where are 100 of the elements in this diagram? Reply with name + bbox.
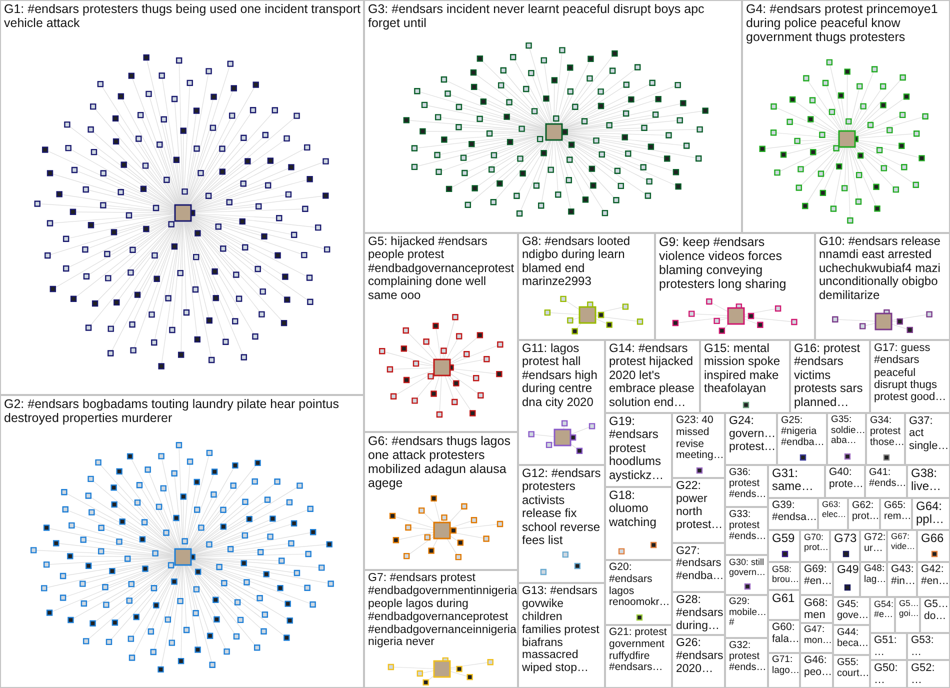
group-panel — [870, 660, 907, 688]
group-panel — [880, 498, 912, 530]
group-label: G55: court… — [836, 656, 869, 680]
group-label: G68: men — [803, 596, 829, 622]
group-label: G10: #endsars release nnamdi east arrested uchechukwubiaf4 mazi unconditionally obigbo demilitarize — [818, 234, 942, 302]
group-panel — [605, 487, 672, 560]
group-panel — [887, 530, 917, 562]
group-panel — [800, 595, 833, 623]
group-label: G40: prote… — [828, 466, 864, 490]
group-label: G6: #endsars thugs lagos one attack protesters mobilized adagun alausa agege — [367, 433, 512, 490]
group-panel — [865, 465, 907, 498]
group-label: G33: protest #ends… — [728, 508, 767, 543]
group-label: G5… do… — [923, 598, 949, 622]
group-label: G66 — [920, 531, 945, 546]
group-label: G60: fala… — [771, 621, 799, 646]
group-panel — [725, 595, 768, 638]
group-label: G49 — [836, 563, 859, 577]
group-label: G72: ur… — [863, 531, 886, 554]
group-label: G39: #endsa… — [771, 499, 817, 524]
group-panel — [672, 413, 725, 478]
group-label: G11: lagos protest hall #endsars high during centre dna city 2020 — [521, 341, 598, 410]
group-label: G53: … — [910, 634, 935, 658]
group-panel — [518, 340, 605, 465]
group-panel — [605, 413, 672, 487]
group-label: G23: 40 missed revise meeting… — [675, 414, 724, 462]
group-panel — [800, 562, 833, 595]
group-panel — [870, 597, 895, 633]
group-label: G22: power north protest… — [675, 479, 724, 532]
group-label: G8: #endsars looted ndigbo during learn blamed end marinze2993 — [521, 234, 632, 289]
group-panel — [768, 590, 800, 620]
group-label: G50: … — [873, 661, 899, 687]
group-panel — [907, 465, 950, 498]
group-label: G18: oluomo watching — [608, 488, 658, 530]
group-panel — [364, 570, 518, 688]
group-panel — [768, 653, 800, 688]
group-panel — [887, 562, 917, 597]
group-panel — [655, 233, 815, 340]
group-panel — [518, 465, 605, 583]
group-panel — [907, 633, 950, 660]
group-panel — [777, 413, 827, 465]
group-label: G12: #endsars protesters activists release fix school reverse fees list — [521, 466, 602, 548]
group-label: G45: gove… — [836, 598, 869, 622]
group-label: G59 — [771, 531, 796, 546]
group-panel — [672, 543, 725, 592]
group-panel — [518, 583, 605, 688]
group-label: G25: #nigeria #endba… — [780, 414, 826, 449]
group-label: G4: #endsars protest princemoye1 during police peaceful know government thugs protesters — [745, 1, 939, 44]
group-label: G54: #e… — [873, 598, 894, 620]
group-panel — [605, 625, 672, 688]
group-label: G52: … — [910, 661, 936, 687]
group-panel — [895, 597, 920, 633]
group-panel — [833, 625, 870, 655]
group-label: G31: same… — [771, 466, 814, 494]
group-label: G47: mon… — [803, 624, 832, 646]
group-panel — [364, 233, 518, 432]
group-label: G28: #endsars during… — [675, 593, 724, 633]
group-panel — [907, 660, 950, 688]
group-label: G15: mental mission spoke inspired make theafolayan — [703, 341, 782, 396]
group-panel — [768, 562, 800, 590]
group-label: G27: #endsars #endba… — [675, 544, 724, 582]
group-panel — [800, 623, 833, 653]
group-label: G19: #endsars protest hoodlums aystickz… — [608, 414, 665, 482]
group-panel — [518, 233, 655, 340]
group-panel — [870, 340, 950, 413]
group-panel — [700, 340, 790, 413]
group-label: G42: #en… — [920, 563, 949, 588]
group-label: G24: govern… protest… — [728, 414, 776, 454]
group-panel — [815, 233, 950, 340]
group-label: G73 — [833, 531, 858, 546]
group-label: G3: #endsars incident never learnt peaceful disrupt boys apc forget until — [367, 1, 706, 30]
group-label: G38: live… — [910, 466, 942, 494]
group-panel — [768, 498, 818, 530]
group-panel — [672, 478, 725, 543]
group-panel — [860, 562, 887, 597]
group-panel — [672, 635, 725, 688]
group-panel — [917, 562, 950, 597]
group-label: G14: #endsars protest hijacked 2020 let's embrace please solution end… — [608, 341, 696, 410]
group-label: G2: #endsars bogbadams touting laundry pilate hear pointus destroyed properties murderer — [3, 396, 340, 425]
group-panel — [912, 498, 950, 530]
group-label: G34: protest those… — [869, 414, 904, 449]
group-panel — [768, 465, 825, 498]
group-panel — [0, 0, 364, 395]
group-label: G63: elec… — [821, 499, 847, 520]
group-label: G64: ppl… — [915, 499, 946, 527]
group-panel — [825, 465, 865, 498]
group-label: G43: #in… — [890, 563, 916, 588]
group-label: G17: guess #endsars peaceful disrupt thugs protest good… — [873, 341, 948, 404]
group-panel — [790, 340, 870, 413]
group-panel — [800, 653, 833, 688]
group-panel — [725, 555, 768, 595]
group-label: G30: still govern… — [728, 556, 767, 578]
group-label: G58: brou… — [771, 563, 799, 584]
group-label: G62: prot… — [851, 499, 879, 522]
group-panel — [364, 432, 518, 570]
group-panel — [920, 597, 950, 633]
group-panel — [725, 413, 777, 465]
group-panel — [833, 562, 860, 597]
group-label: G13: #endsars govwike children families protest biafrans massacred wiped stop… — [521, 584, 600, 676]
group-panel — [725, 638, 768, 688]
group-panel — [827, 413, 866, 465]
